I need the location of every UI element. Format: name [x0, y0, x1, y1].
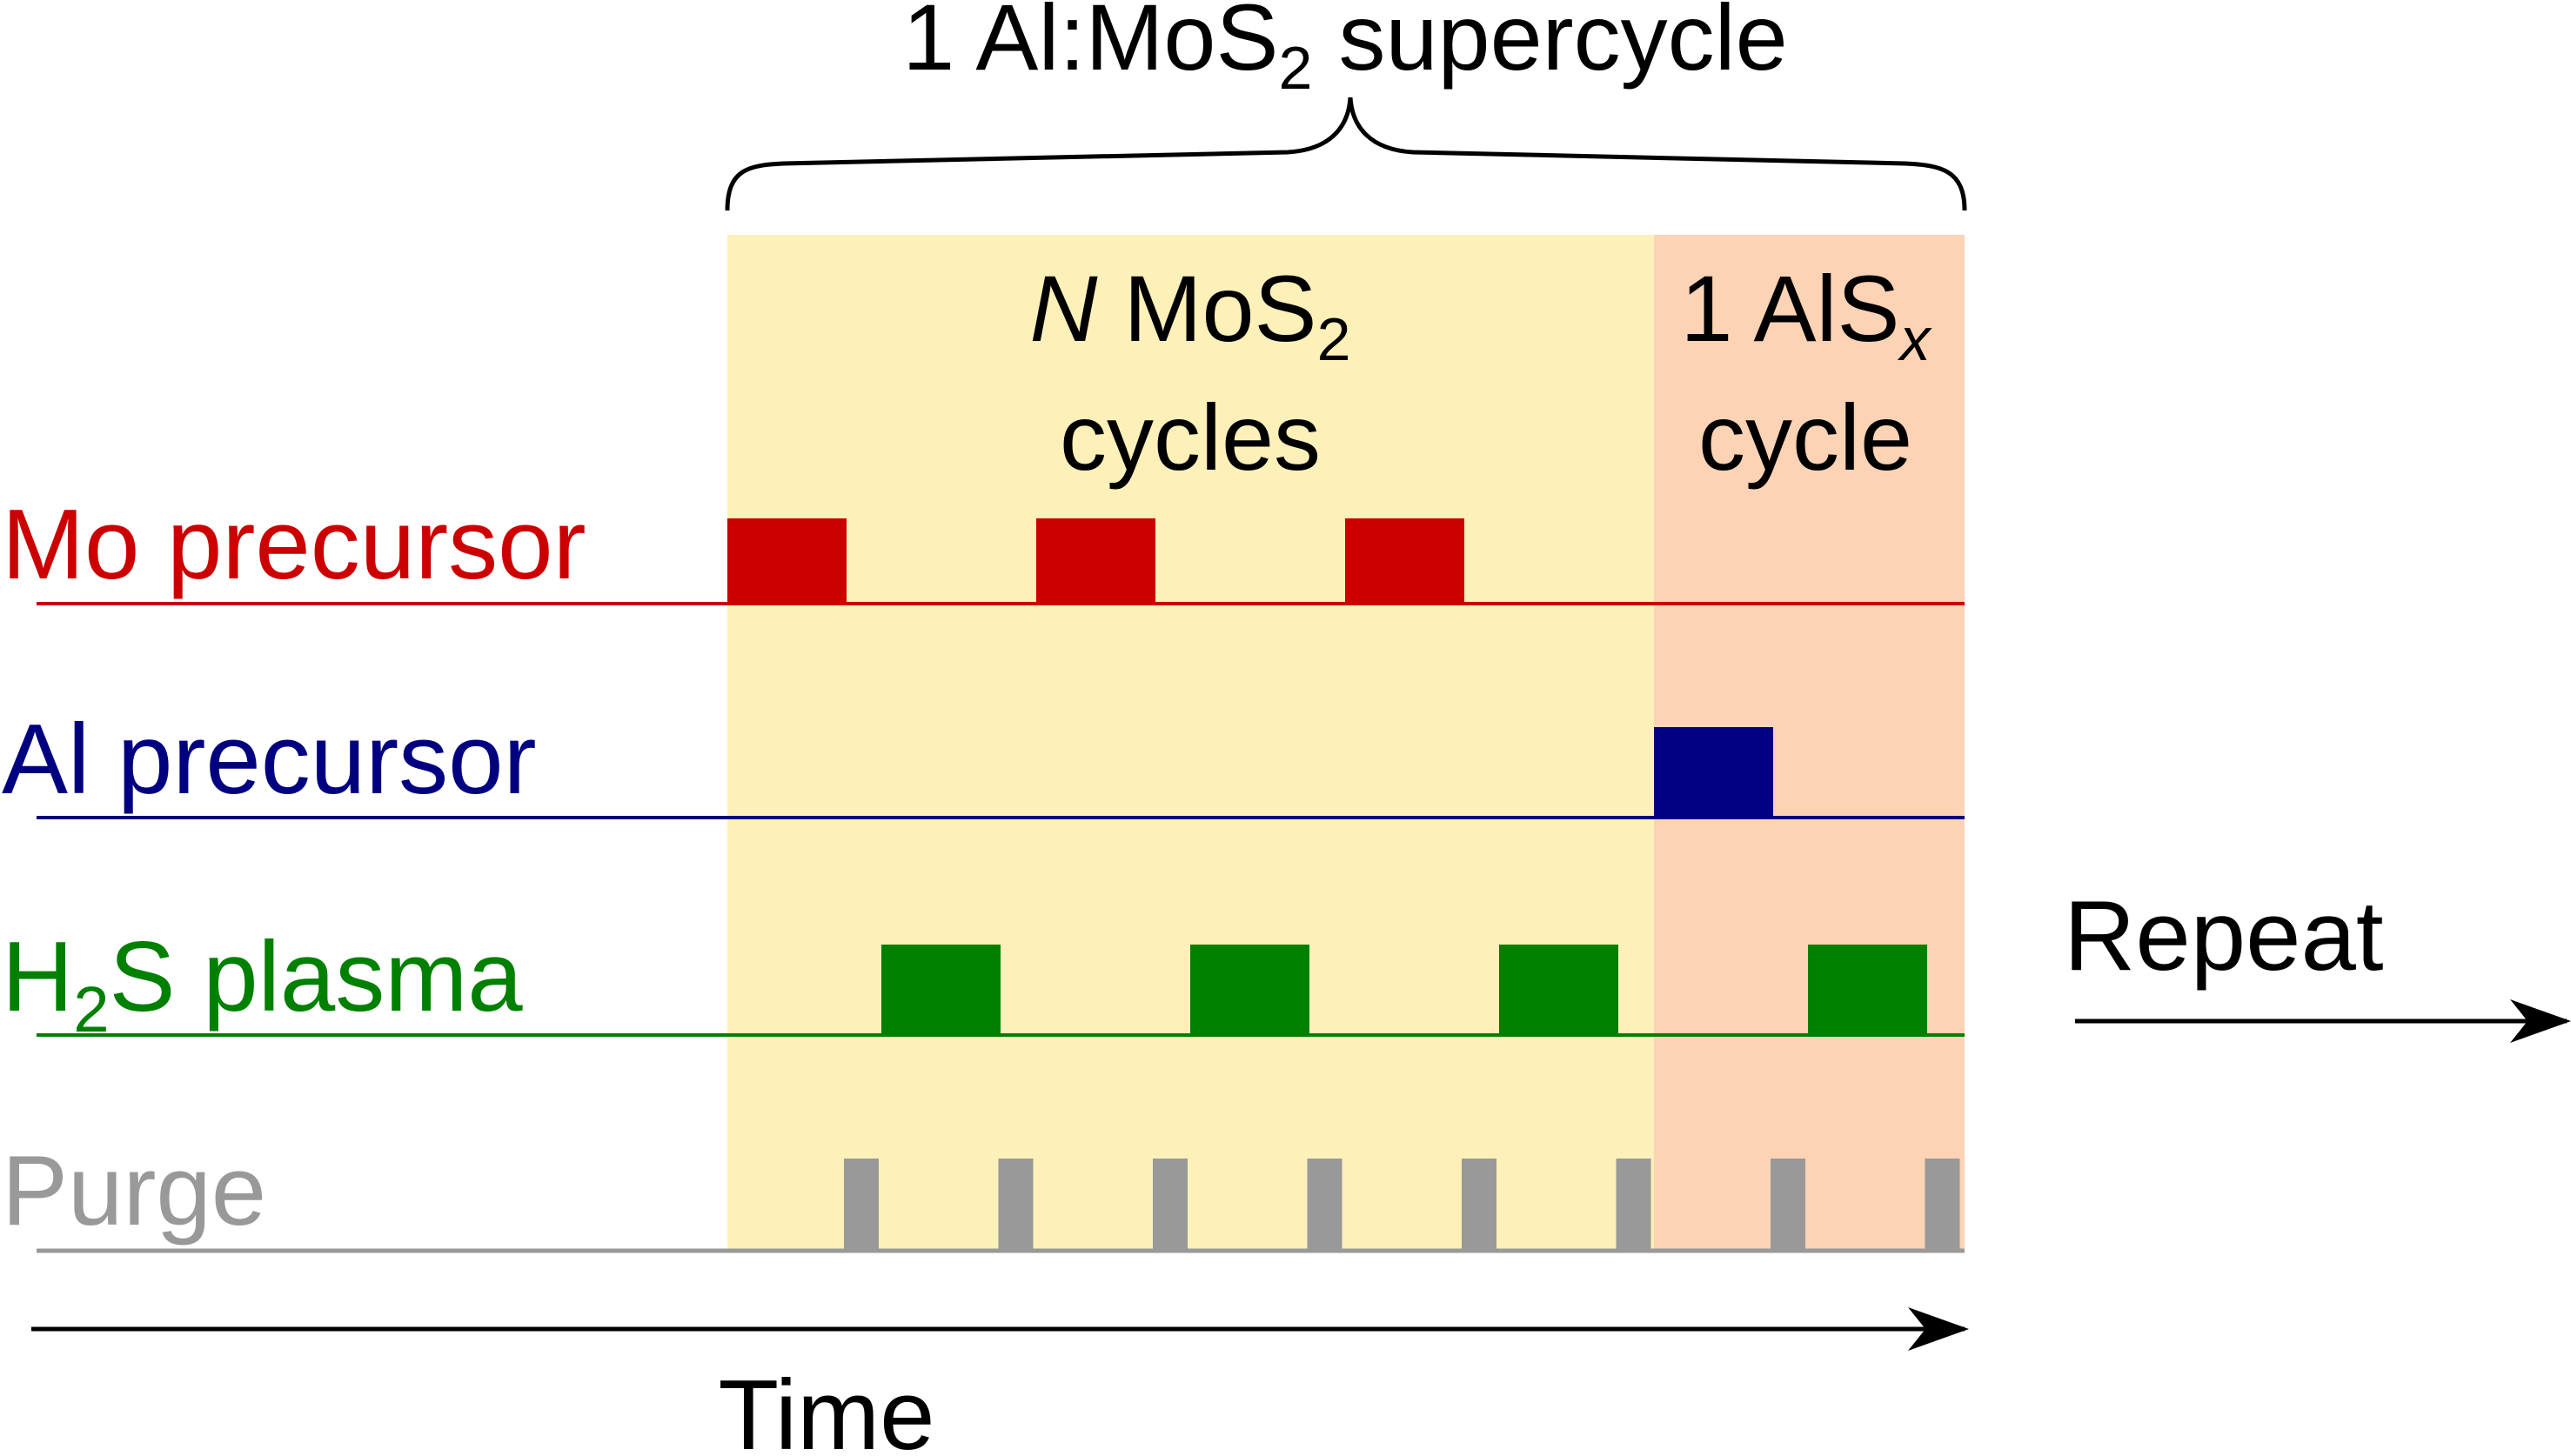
- alsx-cycle-label-line1: 1 AlSx: [1680, 256, 1932, 373]
- alsx-cycle-label-line2: cycle: [1698, 384, 1912, 490]
- mo-pulse: [1345, 518, 1464, 604]
- alsx-label-subscript: x: [1898, 305, 1933, 373]
- al-pulses: [1654, 727, 1773, 818]
- title-subscript: 2: [1279, 34, 1313, 102]
- repeat-label: Repeat: [2064, 881, 2384, 992]
- h2s-pulse: [1190, 945, 1309, 1035]
- purge-pulse: [998, 1159, 1034, 1251]
- mos2-cycles-label-line2: cycles: [1060, 384, 1321, 490]
- h2s-pulse: [1808, 945, 1927, 1035]
- purge-pulse: [1307, 1159, 1342, 1251]
- mos2-cycles-region: [727, 235, 1654, 1252]
- purge-pulse: [1771, 1159, 1805, 1251]
- alsx-label-text: 1 AlS: [1680, 256, 1899, 361]
- purge-pulse: [1616, 1159, 1651, 1251]
- mo-pulse: [727, 518, 847, 604]
- h2s-pulses: [881, 945, 1927, 1035]
- purge-pulse: [1153, 1159, 1188, 1251]
- row-label-purge: Purge: [2, 1136, 266, 1246]
- purge-pulses: [844, 1159, 1960, 1251]
- row-label-mo-precursor: Mo precursor: [2, 490, 586, 600]
- row-label-h2s-plasma: H2S plasma: [2, 922, 523, 1045]
- supercycle-title: 1 Al:MoS2 supercycle: [902, 0, 1787, 102]
- h2s-pulse: [881, 945, 1001, 1035]
- row-label-al-precursor: Al precursor: [2, 705, 537, 815]
- mos2-label-subscript: 2: [1317, 305, 1351, 373]
- purge-pulse: [844, 1159, 879, 1251]
- mo-pulses: [727, 518, 1464, 604]
- time-label: Time: [718, 1360, 934, 1456]
- purge-pulse: [1925, 1159, 1960, 1251]
- mos2-cycles-label-line1: N MoS2: [1029, 256, 1350, 373]
- h2s-label-post: S plasma: [109, 922, 523, 1032]
- supercycle-brace: [725, 97, 1967, 211]
- h2s-pulse: [1499, 945, 1618, 1035]
- mos2-n-italic: N: [1029, 256, 1098, 361]
- al-pulse: [1654, 727, 1773, 818]
- title-suffix: supercycle: [1312, 0, 1787, 90]
- title-prefix: 1 Al:MoS: [902, 0, 1278, 90]
- mo-pulse: [1036, 518, 1155, 604]
- h2s-label-pre: H: [2, 922, 73, 1032]
- purge-pulse: [1462, 1159, 1496, 1251]
- mos2-label-text: MoS: [1097, 256, 1316, 361]
